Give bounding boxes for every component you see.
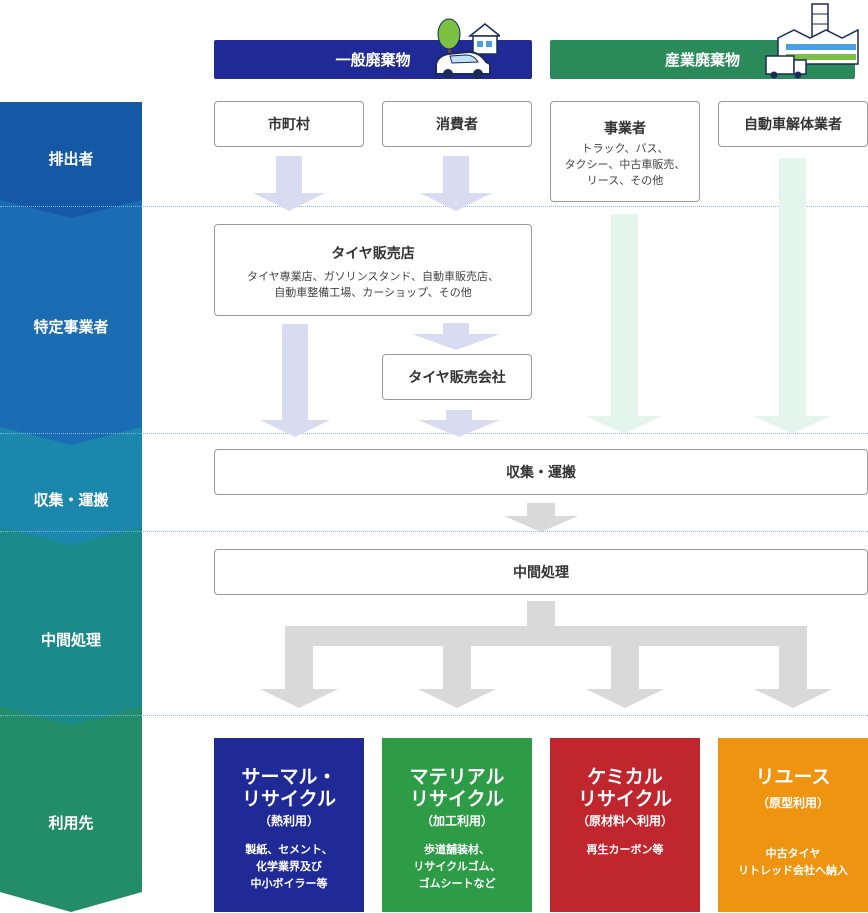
- stage-chevron-processing: [0, 527, 142, 730]
- branch-stem: [527, 601, 555, 627]
- emitter-municipal-label: 市町村: [268, 117, 310, 133]
- tire-company-label: タイヤ販売会社: [408, 370, 506, 386]
- output-desc: リトレッド会社へ納入: [738, 864, 848, 877]
- tire-company-box: タイヤ販売会社: [382, 354, 532, 400]
- tire-shop-title: タイヤ販売店: [331, 246, 415, 262]
- processing-label: 中間処理: [513, 565, 569, 581]
- output-subtitle: （熱利用）: [258, 814, 319, 828]
- stage-chevrons: [0, 102, 142, 912]
- output-title: リサイクル: [241, 788, 337, 810]
- tire-shop-box: タイヤ販売店 タイヤ専業店、ガソリンスタンド、自動車販売店、 自動車整備工場、カ…: [214, 224, 532, 316]
- factory-icon: [765, 3, 859, 79]
- stage-chevron-collection: [0, 427, 142, 550]
- collection-box: 収集・運搬: [214, 449, 868, 495]
- arrow-down: [418, 640, 496, 708]
- arrow-down: [504, 503, 578, 532]
- output-desc: 中古タイヤ: [765, 847, 821, 860]
- output-desc: 製紙、セメント、: [245, 843, 333, 856]
- output-desc: 化学業界及び: [256, 860, 322, 873]
- output-title: サーマル・: [241, 766, 337, 788]
- arrow-down: [586, 214, 662, 434]
- arrow-down: [418, 410, 500, 437]
- output-subtitle: （原材料へ利用）: [576, 814, 673, 828]
- separator: [0, 433, 868, 434]
- emitter-business-desc: リース、その他: [586, 174, 664, 187]
- output-title: リユース: [755, 766, 831, 788]
- emitter-business-desc: トラック、バス、: [581, 142, 669, 155]
- output-reuse: リユース （原型利用） 中古タイヤ リトレッド会社へ納入: [718, 738, 868, 912]
- separator: [0, 715, 868, 716]
- output-desc: 歩道舗装材、: [424, 843, 490, 856]
- stage-chevron-destination: [0, 707, 142, 912]
- arrow-down: [260, 324, 330, 437]
- output-thermal-recycle: サーマル・ リサイクル （熱利用） 製紙、セメント、 化学業界及び 中小ボイラー…: [214, 738, 364, 912]
- output-title: リサイクル: [577, 788, 673, 810]
- tire-shop-desc: タイヤ専業店、ガソリンスタンド、自動車販売店、: [246, 270, 499, 283]
- header-industrial-label: 産業廃棄物: [664, 51, 740, 69]
- stage-label-emitter: 排出者: [48, 150, 94, 168]
- output-title: リサイクル: [409, 788, 505, 810]
- emitter-business: 事業者 トラック、バス、 タクシー、中古車販売、 リース、その他: [550, 101, 700, 202]
- output-subtitle: （原型利用）: [756, 796, 829, 810]
- arrow-down: [412, 323, 500, 350]
- emitter-dismantler: 自動車解体業者: [718, 101, 868, 147]
- separator: [0, 206, 868, 207]
- processing-box: 中間処理: [214, 549, 868, 595]
- output-desc: 再生カーボン等: [586, 843, 664, 856]
- stage-chevron-emitter: [0, 102, 142, 223]
- tire-shop-desc: 自動車整備工場、カーショップ、その他: [274, 286, 472, 299]
- arrow-down: [253, 156, 325, 211]
- stage-label-processing: 中間処理: [40, 631, 101, 649]
- arrow-down: [754, 640, 832, 708]
- stage-chevron-specified: [0, 200, 142, 450]
- arrow-down: [754, 158, 830, 434]
- stage-label-specified: 特定事業者: [33, 318, 109, 336]
- collection-label: 収集・運搬: [506, 465, 576, 481]
- output-subtitle: （加工利用）: [420, 814, 493, 828]
- output-title: マテリアル: [409, 766, 505, 788]
- arrow-down: [260, 640, 338, 708]
- output-title: ケミカル: [587, 766, 663, 788]
- emitter-consumer-label: 消費者: [436, 117, 478, 133]
- separator: [0, 531, 868, 532]
- arrow-down: [420, 156, 492, 211]
- emitter-consumer: 消費者: [382, 101, 532, 147]
- output-chemical-recycle: ケミカル リサイクル （原材料へ利用） 再生カーボン等: [550, 738, 700, 912]
- stage-label-collection: 収集・運搬: [33, 491, 109, 509]
- header-general-label: 一般廃棄物: [335, 51, 411, 69]
- output-desc: リサイクルゴム、: [413, 860, 501, 873]
- arrow-down: [586, 640, 664, 708]
- output-desc: ゴムシートなど: [418, 877, 496, 890]
- branch-bar: [285, 626, 807, 646]
- emitter-business-title: 事業者: [604, 121, 646, 137]
- emitter-municipal: 市町村: [214, 101, 364, 147]
- stage-label-destination: 利用先: [48, 814, 94, 832]
- emitter-business-desc: タクシー、中古車販売、: [564, 158, 686, 171]
- emitter-dismantler-label: 自動車解体業者: [744, 117, 842, 133]
- output-desc: 中小ボイラー等: [250, 877, 328, 890]
- house-car-icon: [435, 18, 500, 79]
- output-material-recycle: マテリアル リサイクル （加工利用） 歩道舗装材、 リサイクルゴム、 ゴムシート…: [382, 738, 532, 912]
